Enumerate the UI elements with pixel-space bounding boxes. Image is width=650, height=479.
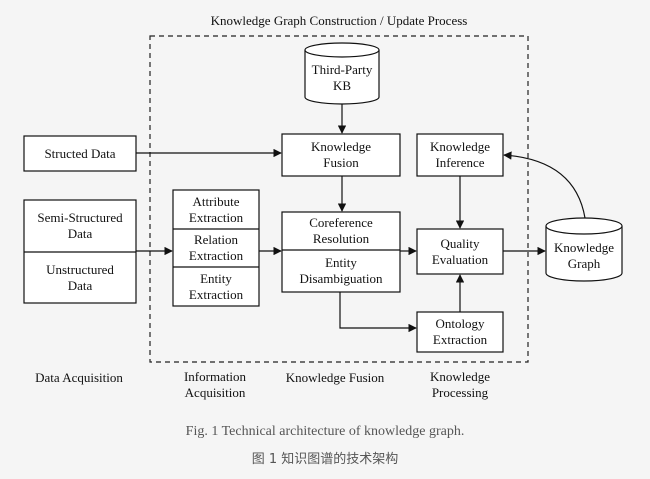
quality-evaluation-box xyxy=(416,228,504,275)
coreference-stack-box xyxy=(281,211,401,293)
knowledge-inference-label: Knowledge Inference xyxy=(430,139,490,170)
knowledge-graph-cylinder xyxy=(545,217,623,282)
stage-knowledge-fusion: Knowledge Fusion xyxy=(285,370,385,385)
process-title: Knowledge Graph Construction / Update Pr… xyxy=(210,13,468,28)
unstructured-data-label: Unstructured Data xyxy=(46,261,114,293)
entity-disambiguation-label: Entity Disambiguation xyxy=(299,255,383,286)
knowledge-fusion-label: Knowledge Fusion xyxy=(311,139,371,170)
entity-extraction-label: Entity Extraction xyxy=(188,270,244,302)
ontology-extraction-box xyxy=(416,311,504,353)
knowledge-fusion-box xyxy=(281,133,401,177)
semi-structured-data-label: Semi-Structured Data xyxy=(37,210,123,241)
structed-data-label: Structed Data xyxy=(44,145,116,161)
arrow-coreference-to-ontology xyxy=(339,292,417,333)
process-boundary xyxy=(149,35,529,363)
stage-data-acquisition: Data Acquisition xyxy=(35,370,123,385)
caption-english: Fig. 1 Technical architecture of knowled… xyxy=(185,424,465,439)
arrow-graph-to-inference xyxy=(503,151,586,219)
caption-chinese: 图 1 知识图谱的技术架构 xyxy=(251,452,399,467)
extraction-stack-box xyxy=(172,189,260,307)
stage-knowledge-processing: Knowledge Processing xyxy=(430,369,490,400)
coreference-resolution-label: Coreference Resolution xyxy=(309,215,373,246)
knowledge-graph-label: Knowledge Graph xyxy=(554,240,614,271)
relation-extraction-label: Relation Extraction xyxy=(188,232,244,263)
third-party-kb-label: Third-Party KB xyxy=(311,62,373,93)
third-party-kb-cylinder xyxy=(304,42,380,105)
stage-information-acquisition: Information Acquisition xyxy=(183,369,247,400)
quality-evaluation-label: Quality Evaluation xyxy=(431,235,489,267)
knowledge-inference-box xyxy=(416,133,504,177)
ontology-extraction-label: Ontology Extraction xyxy=(432,316,488,347)
structed-data-box xyxy=(23,135,137,172)
attribute-extraction-label: Attribute Extraction xyxy=(188,193,244,225)
